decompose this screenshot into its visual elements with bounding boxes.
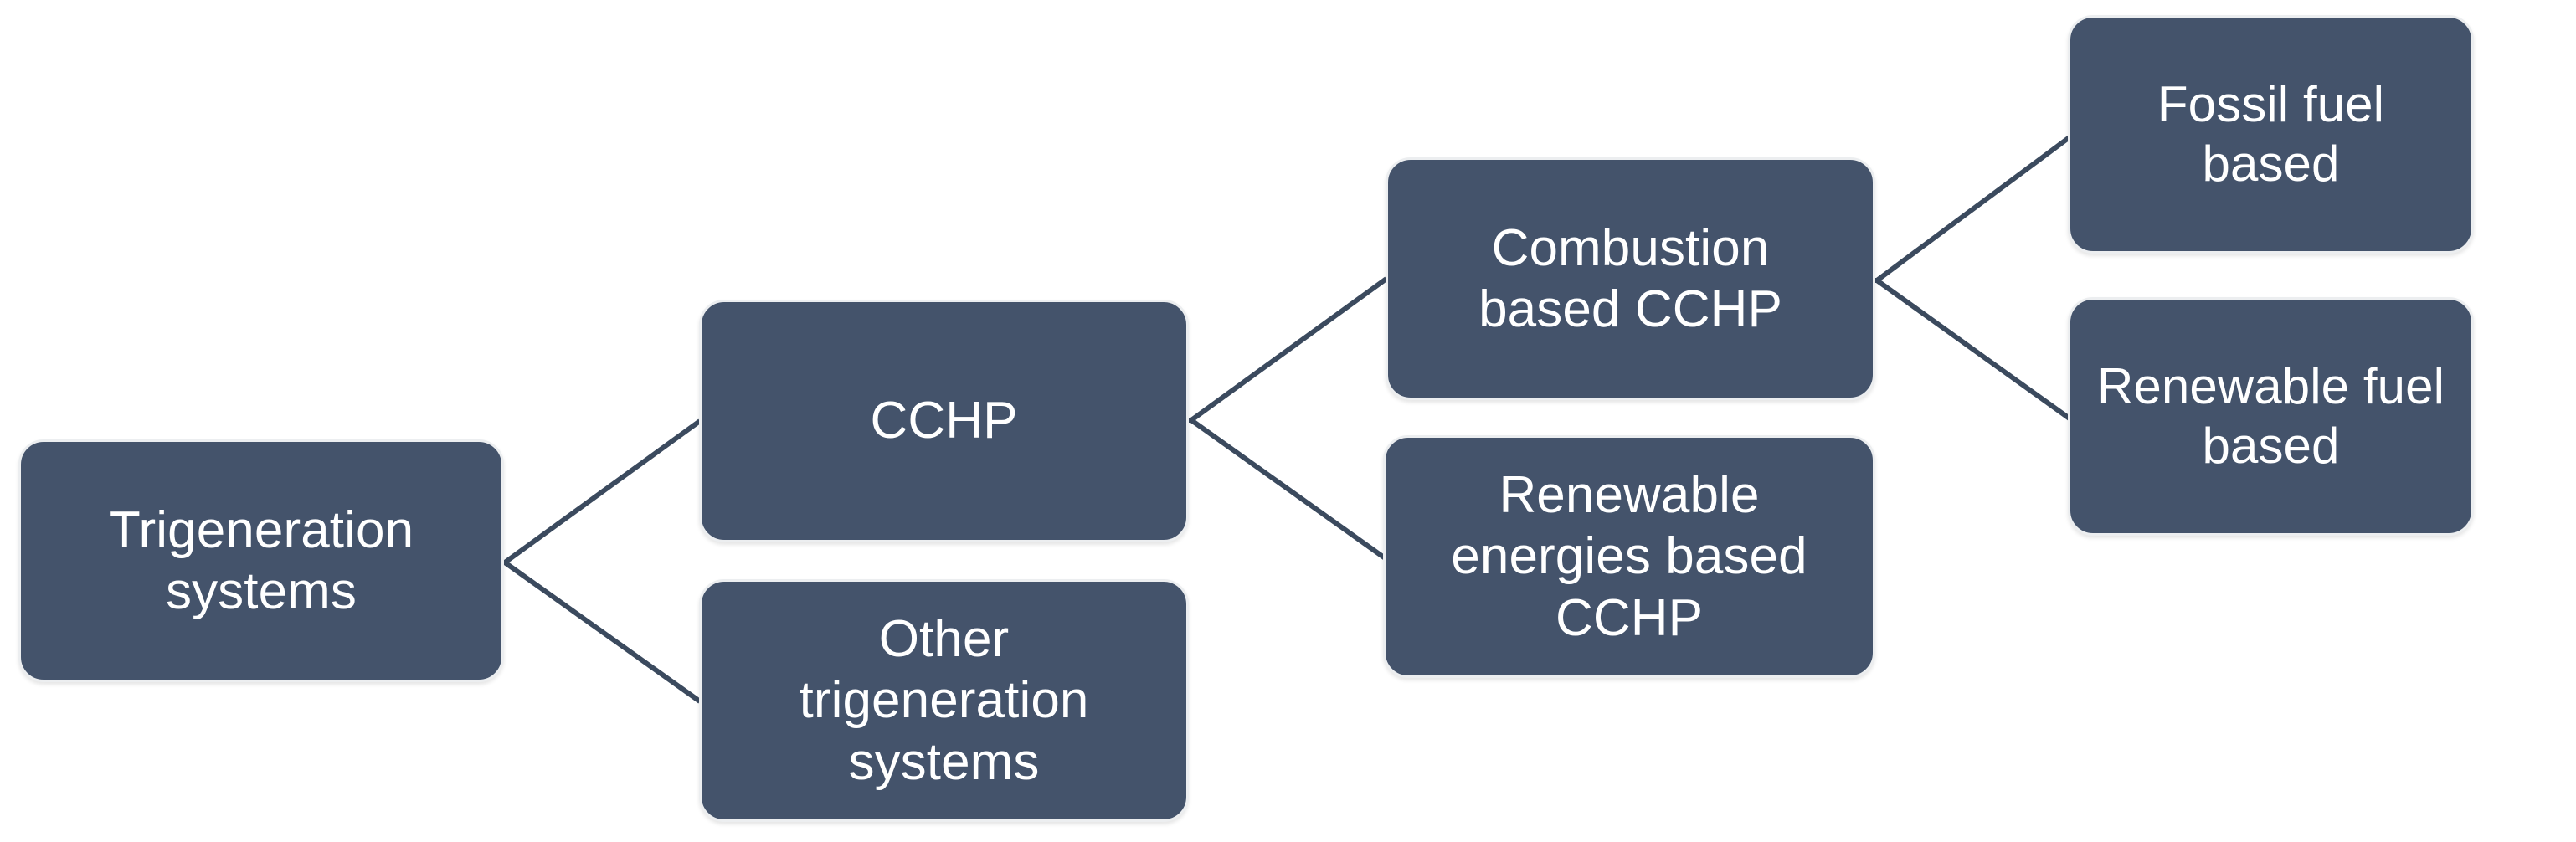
node-other-trigeneration-systems[interactable]: Other trigeneration systems (699, 579, 1189, 822)
node-renewable-fuel-based[interactable]: Renewable fuel based (2068, 297, 2474, 536)
edge-combustion-to-fossil-fuel-based (1875, 135, 2071, 283)
node-label-fossil-fuel-based: Fossil fuel based (2157, 75, 2385, 192)
edge-cchp-to-renewable-energies-based-cchp (1189, 418, 1388, 562)
node-label-other-trigeneration-systems: Other trigeneration systems (799, 610, 1089, 791)
node-cchp[interactable]: CCHP (699, 300, 1189, 542)
node-trigeneration-systems[interactable]: Trigeneration systems (18, 439, 504, 682)
node-renewable-energies-based-cchp[interactable]: Renewable energies based CCHP (1383, 435, 1875, 678)
node-label-combustion-based-cchp: Combustion based CCHP (1478, 218, 1782, 338)
edge-trigeneration-to-other-trigeneration-systems (503, 560, 702, 704)
edge-cchp-to-combustion-based-cchp (1189, 276, 1388, 423)
node-fossil-fuel-based[interactable]: Fossil fuel based (2068, 15, 2474, 254)
edge-trigeneration-to-cchp (503, 418, 702, 565)
node-label-trigeneration-systems: Trigeneration systems (108, 501, 414, 620)
node-combustion-based-cchp[interactable]: Combustion based CCHP (1386, 157, 1875, 400)
node-label-renewable-energies-based-cchp: Renewable energies based CCHP (1451, 466, 1807, 647)
node-label-renewable-fuel-based: Renewable fuel based (2096, 357, 2445, 474)
edge-combustion-to-renewable-fuel-based (1875, 278, 2071, 421)
node-label-cchp: CCHP (870, 392, 1018, 450)
